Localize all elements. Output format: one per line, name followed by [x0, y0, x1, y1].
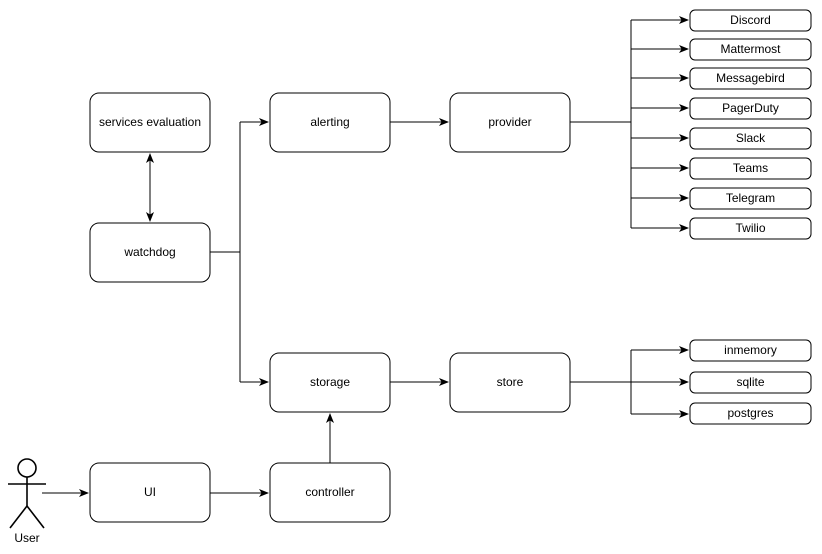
leaf-telegram-label: Telegram	[726, 191, 775, 205]
leaf-pagerduty-box	[689, 97, 812, 120]
node-controller-box	[269, 462, 391, 523]
leaf-teams-label: Teams	[733, 161, 768, 175]
node-provider[interactable]: provider	[449, 92, 571, 153]
node-provider-label: provider	[488, 115, 531, 129]
actor-left-leg-icon	[9, 505, 28, 529]
actor-label: User	[14, 531, 39, 545]
leaf-postgres-label: postgres	[727, 406, 773, 420]
node-controller[interactable]: controller	[269, 462, 391, 523]
leaf-teams-box	[689, 157, 812, 180]
node-layer: services evaluation watchdog alerting pr…	[89, 92, 571, 523]
leaf-inmemory-box	[689, 339, 812, 362]
node-ui-box	[89, 462, 211, 523]
leaf-sqlite-box	[689, 371, 812, 394]
node-ui[interactable]: UI	[89, 462, 211, 523]
leaf-slack-label: Slack	[736, 131, 766, 145]
leaf-twilio-label: Twilio	[735, 221, 765, 235]
node-watchdog[interactable]: watchdog	[89, 222, 211, 283]
leaf-inmemory[interactable]: inmemory	[689, 339, 812, 362]
leaf-sqlite[interactable]: sqlite	[689, 371, 812, 394]
provider-target-layer: Discord Mattermost Messagebird PagerDuty…	[689, 9, 812, 240]
leaf-mattermost-box	[689, 38, 812, 61]
node-alerting-label: alerting	[310, 115, 349, 129]
leaf-discord[interactable]: Discord	[689, 9, 812, 32]
leaf-messagebird-box	[689, 67, 812, 90]
leaf-discord-box	[689, 9, 812, 32]
node-provider-box	[449, 92, 571, 153]
leaf-mattermost-label: Mattermost	[720, 42, 781, 56]
leaf-messagebird[interactable]: Messagebird	[689, 67, 812, 90]
node-services-evaluation[interactable]: services evaluation	[89, 92, 211, 153]
node-watchdog-label: watchdog	[123, 245, 175, 259]
actor-right-leg-icon	[26, 505, 45, 529]
node-store[interactable]: store	[449, 352, 571, 413]
leaf-telegram-box	[689, 187, 812, 210]
node-storage[interactable]: storage	[269, 352, 391, 413]
actor-user[interactable]: User	[8, 458, 46, 545]
node-watchdog-box	[89, 222, 211, 283]
leaf-discord-label: Discord	[730, 13, 771, 27]
node-storage-label: storage	[310, 375, 350, 389]
node-services-evaluation-box	[89, 92, 211, 153]
leaf-messagebird-label: Messagebird	[716, 71, 785, 85]
store-target-layer: inmemory sqlite postgres	[689, 339, 812, 425]
node-alerting[interactable]: alerting	[269, 92, 391, 153]
node-storage-box	[269, 352, 391, 413]
leaf-inmemory-label: inmemory	[724, 343, 777, 357]
leaf-postgres-box	[689, 402, 812, 425]
node-store-label: store	[497, 375, 524, 389]
node-store-box	[449, 352, 571, 413]
leaf-twilio-box	[689, 217, 812, 240]
node-alerting-box	[269, 92, 391, 153]
edge-layer	[42, 16, 689, 497]
leaf-telegram[interactable]: Telegram	[689, 187, 812, 210]
node-controller-label: controller	[305, 485, 354, 499]
leaf-slack-box	[689, 127, 812, 150]
leaf-pagerduty-label: PagerDuty	[722, 101, 779, 115]
leaf-mattermost[interactable]: Mattermost	[689, 38, 812, 61]
actor-head-icon	[17, 458, 37, 478]
node-services-evaluation-label: services evaluation	[99, 115, 201, 129]
leaf-teams[interactable]: Teams	[689, 157, 812, 180]
leaf-slack[interactable]: Slack	[689, 127, 812, 150]
node-ui-label: UI	[144, 485, 156, 499]
leaf-postgres[interactable]: postgres	[689, 402, 812, 425]
leaf-pagerduty[interactable]: PagerDuty	[689, 97, 812, 120]
leaf-twilio[interactable]: Twilio	[689, 217, 812, 240]
leaf-sqlite-label: sqlite	[736, 375, 764, 389]
